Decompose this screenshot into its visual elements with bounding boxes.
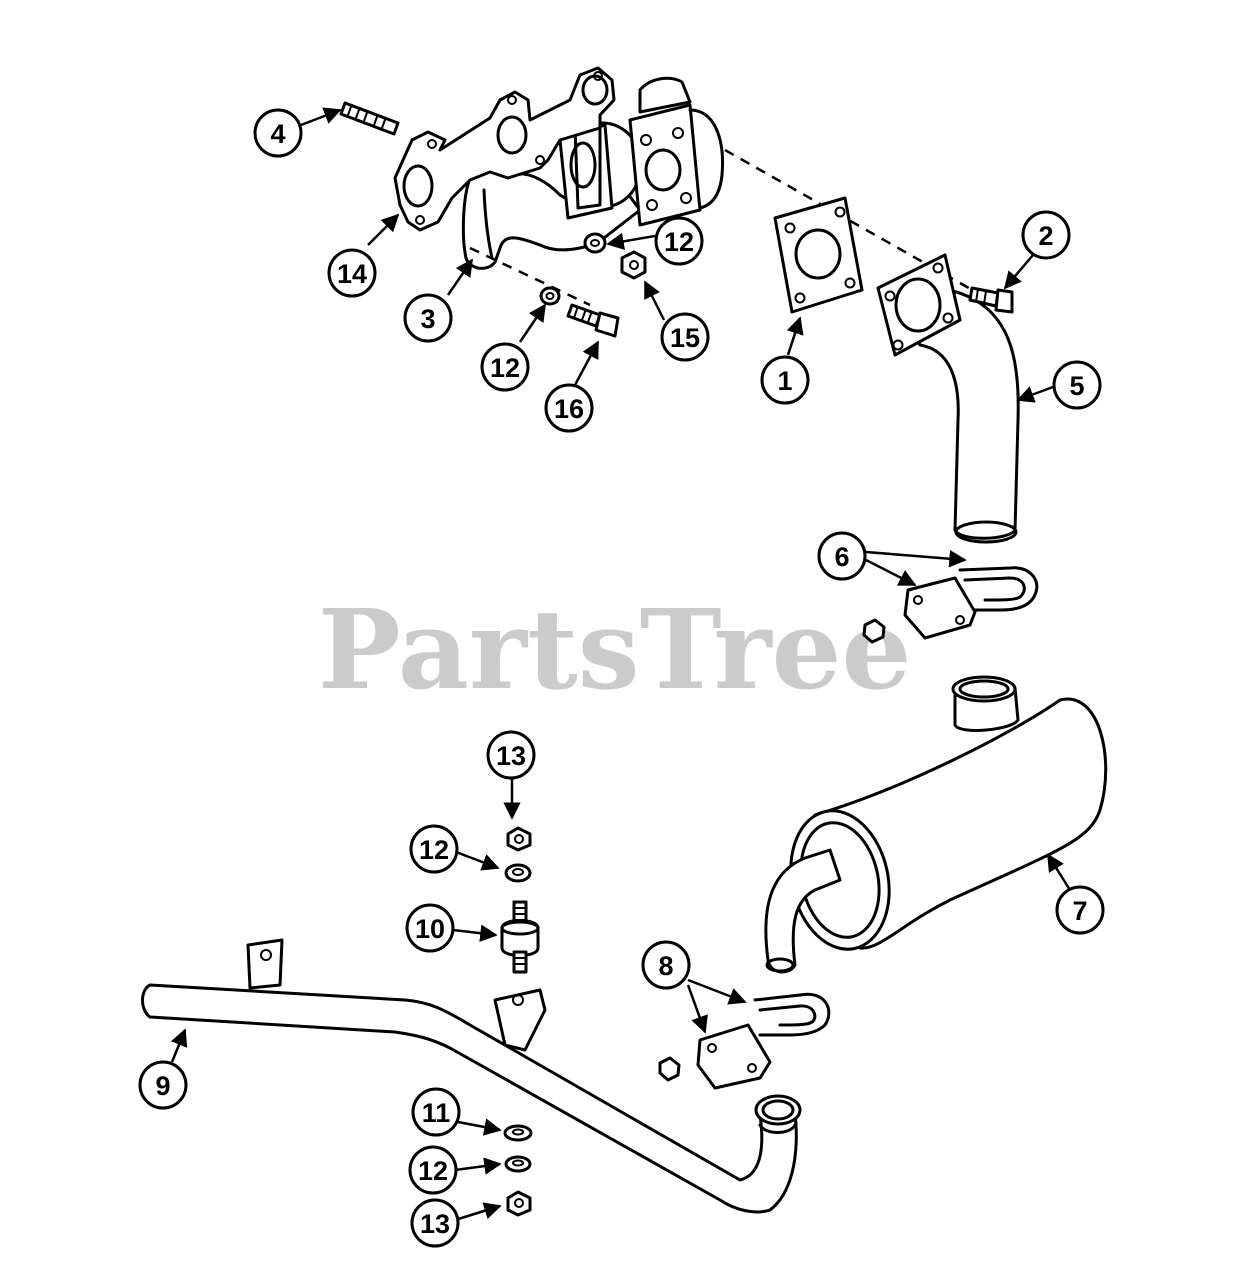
svg-text:9: 9: [155, 1071, 170, 1101]
callout-12-manifold-upper: 12: [654, 216, 704, 266]
watermark-text: PartsTree: [318, 585, 912, 714]
svg-text:12: 12: [664, 227, 694, 257]
svg-text:12: 12: [418, 1156, 448, 1186]
svg-text:2: 2: [1038, 221, 1053, 251]
svg-text:12: 12: [490, 353, 520, 383]
svg-text:16: 16: [554, 394, 584, 424]
callout-13-lower: 13: [410, 1198, 460, 1248]
lower-flat-washer: [503, 1124, 533, 1142]
callout-6: 6: [817, 531, 867, 581]
callout-7: 7: [1055, 885, 1105, 935]
upper-u-bolt-clamp: [862, 566, 1039, 644]
svg-text:3: 3: [420, 304, 435, 334]
flange-gasket: [773, 196, 864, 314]
manifold-washer-lower: [539, 286, 561, 306]
svg-text:10: 10: [415, 914, 445, 944]
svg-text:13: 13: [496, 741, 526, 771]
manifold-washer-upper: [583, 232, 607, 254]
svg-text:8: 8: [658, 951, 673, 981]
svg-text:14: 14: [337, 259, 367, 289]
callout-3: 3: [403, 293, 453, 343]
manifold-gasket: [393, 66, 616, 232]
lower-nut: [506, 1190, 532, 1217]
callout-13-upper: 13: [486, 730, 536, 780]
svg-text:6: 6: [834, 542, 849, 572]
callout-14: 14: [327, 248, 377, 298]
callout-16: 16: [544, 383, 594, 433]
upper-nut: [506, 826, 532, 852]
flange-bolt: [968, 286, 1014, 314]
callout-12-mount-upper: 12: [409, 824, 459, 874]
callout-15: 15: [660, 312, 710, 362]
svg-text:4: 4: [270, 119, 285, 149]
exhaust-elbow-pipe: [876, 253, 1020, 544]
lower-lock-washer: [504, 1155, 532, 1173]
rubber-isolator-mount: [500, 900, 540, 974]
lower-u-bolt-clamp: [658, 992, 831, 1090]
svg-text:13: 13: [420, 1209, 450, 1239]
manifold-bolt: [566, 303, 620, 338]
leader-lines: [170, 107, 1072, 1222]
svg-text:5: 5: [1069, 371, 1084, 401]
alignment-line-lower: [469, 246, 591, 307]
muffler: [764, 675, 1108, 974]
stud-bolt: [339, 101, 400, 136]
callout-8: 8: [641, 940, 691, 990]
tailpipe: [141, 938, 802, 1214]
svg-text:15: 15: [670, 323, 700, 353]
svg-text:7: 7: [1072, 896, 1087, 926]
callout-5: 5: [1052, 360, 1102, 410]
callout-1: 1: [760, 355, 810, 405]
callout-10: 10: [405, 903, 455, 953]
callout-12-manifold-lower: 12: [480, 342, 530, 392]
svg-text:12: 12: [419, 835, 449, 865]
callout-9: 9: [138, 1060, 188, 1110]
callout-12-mount-lower: 12: [408, 1145, 458, 1195]
svg-text:1: 1: [777, 366, 792, 396]
callout-4: 4: [253, 108, 303, 158]
svg-text:11: 11: [422, 1098, 451, 1128]
upper-lock-washer: [504, 863, 532, 883]
callout-2: 2: [1021, 210, 1071, 260]
callout-11: 11: [411, 1087, 461, 1137]
manifold-nut: [620, 250, 647, 280]
